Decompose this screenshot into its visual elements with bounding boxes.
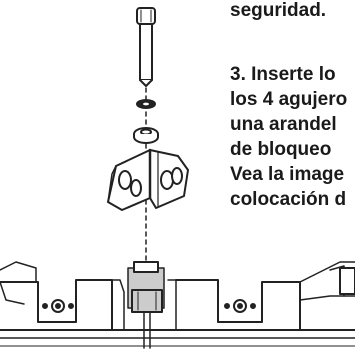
flat-washer-icon <box>133 127 159 144</box>
lock-washer-icon <box>136 99 156 109</box>
step3-line-5: Vea la image <box>230 164 345 185</box>
hinge-icon <box>107 148 189 211</box>
bolt-icon <box>136 7 156 87</box>
step3-line-1: 3. Inserte lo <box>230 64 336 85</box>
text-prev-line: seguridad. <box>230 0 327 21</box>
step3-line-2: los 4 agujero <box>230 89 348 110</box>
step3-line-3: una arandel <box>230 114 337 135</box>
step3-line-6: colocación d <box>230 189 347 210</box>
rail-bracket-icon <box>0 261 355 349</box>
step3-line-4: de bloqueo <box>230 139 332 160</box>
